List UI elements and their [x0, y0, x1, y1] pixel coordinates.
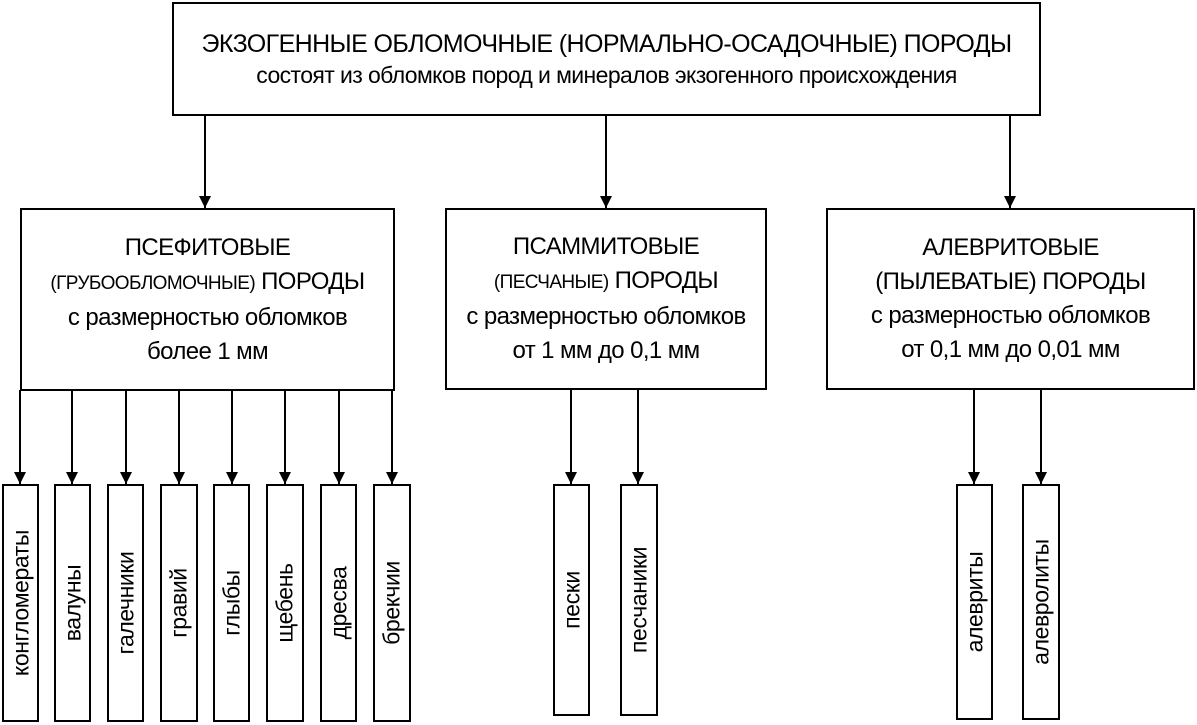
rock-type-box: щебень — [266, 484, 304, 722]
category-suffix: ПОРОДЫ — [1042, 268, 1146, 295]
root-subtitle: состоят из обломков пород и минералов эк… — [256, 62, 957, 88]
rock-type-box: брекчии — [373, 484, 411, 722]
rock-type-label: глыбы — [218, 570, 244, 636]
category-name: АЛЕВРИТОВЫЕ — [922, 234, 1099, 261]
rock-type-box: глыбы — [213, 484, 250, 722]
rock-type-box: конгломераты — [2, 484, 39, 722]
rock-type-label: брекчии — [378, 561, 405, 645]
rock-type-label: дресва — [325, 566, 351, 640]
category-size-range: от 1 мм до 0,1 мм — [512, 337, 700, 364]
category-suffix: ПОРОДЫ — [614, 267, 719, 294]
category-size-label: с размерностью обломков — [466, 303, 746, 330]
category-box-aleurite: АЛЕВРИТОВЫЕ (ПЫЛЕВАТЫЕ) ПОРОДЫ с размерн… — [826, 208, 1195, 390]
rock-type-box: алевриты — [956, 484, 993, 720]
rock-type-label: конгломераты — [7, 529, 33, 677]
rock-type-box: песчаники — [620, 484, 658, 716]
category-suffix: ПОРОДЫ — [261, 267, 365, 295]
category-paren: (ПЕСЧАНЫЕ) — [493, 272, 609, 293]
rock-type-label: песчаники — [625, 546, 652, 654]
category-name: ПСЕФИТОВЫЕ — [124, 233, 291, 261]
category-size-range: более 1 мм — [147, 337, 269, 365]
rock-type-box: алевролиты — [1022, 484, 1060, 720]
category-size-label: с размерностью обломков — [67, 303, 348, 331]
rock-type-box: галечники — [107, 484, 144, 722]
rock-type-label: гравий — [165, 568, 192, 638]
category-size-range: от 0,1 мм до 0,01 мм — [901, 336, 1120, 363]
category-name: ПСАММИТОВЫЕ — [512, 233, 700, 260]
rock-type-label: алевролиты — [1027, 539, 1054, 665]
category-type-line: (ГРУБООБЛОМОЧНЫЕ) ПОРОДЫ — [50, 265, 365, 301]
rock-type-box: валуны — [54, 484, 91, 722]
category-paren: (ПЫЛЕВАТЫЕ) — [875, 268, 1037, 295]
root-title: ЭКЗОГЕННЫЕ ОБЛОМОЧНЫЕ (НОРМАЛЬНО-ОСАДОЧН… — [201, 30, 1013, 58]
category-size-label: с размерностью обломков — [870, 302, 1151, 329]
category-type-line: (ПЫЛЕВАТЫЕ) ПОРОДЫ — [875, 265, 1146, 299]
category-type-line: (ПЕСЧАНЫЕ) ПОРОДЫ — [493, 264, 719, 300]
rock-type-box: дресва — [320, 484, 357, 722]
rock-type-label: алевриты — [961, 551, 987, 653]
category-box-psephite: ПСЕФИТОВЫЕ (ГРУБООБЛОМОЧНЫЕ) ПОРОДЫ с ра… — [20, 208, 395, 391]
rock-type-box: пески — [553, 484, 590, 716]
rock-type-label: щебень — [271, 563, 298, 643]
rock-type-label: галечники — [112, 551, 138, 655]
rock-type-label: валуны — [59, 564, 85, 642]
category-paren: (ГРУБООБЛОМОЧНЫЕ) — [50, 272, 256, 294]
rock-type-label: пески — [558, 571, 584, 629]
category-box-psammite: ПСАММИТОВЫЕ (ПЕСЧАНЫЕ) ПОРОДЫ с размерно… — [445, 208, 767, 390]
rock-type-box: гравий — [160, 484, 198, 722]
root-box: ЭКЗОГЕННЫЕ ОБЛОМОЧНЫЕ (НОРМАЛЬНО-ОСАДОЧН… — [172, 2, 1041, 116]
